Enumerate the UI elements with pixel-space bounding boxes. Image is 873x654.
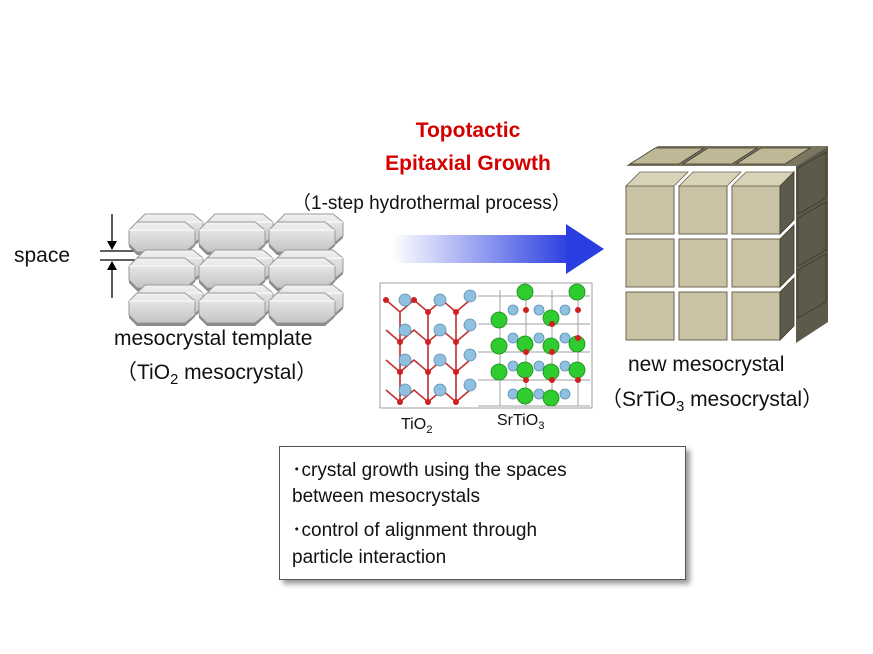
note-2-line-2: particle interaction [292, 547, 447, 568]
note-1-line-1: ･crystal growth using the spaces [292, 460, 567, 481]
structure-label-srtio3: SrTiO3 [497, 412, 545, 433]
template-sublabel: （TiO2 mesocrystal） [116, 361, 318, 389]
product-label: new mesocrystal [628, 353, 785, 376]
space-marker [100, 214, 135, 298]
tio2-plates [128, 213, 344, 327]
note-1-line-2: between mesocrystals [292, 486, 480, 507]
structure-label-tio2: TiO2 [401, 416, 433, 437]
title-line-2: Epitaxial Growth [385, 152, 551, 175]
process-label: （1-step hydrothermal process） [292, 193, 571, 214]
template-label: mesocrystal template [114, 327, 313, 350]
notes-box: ･crystal growth using the spaces between… [279, 446, 686, 580]
srtio3-cube [625, 146, 828, 343]
product-sublabel: （SrTiO3 mesocrystal） [601, 388, 824, 416]
title-line-1: Topotactic [415, 119, 521, 142]
process-arrow [392, 224, 604, 274]
note-2-line-1: ･control of alignment through [292, 520, 538, 541]
space-label: space [14, 244, 71, 267]
crystal-structure [379, 282, 593, 409]
